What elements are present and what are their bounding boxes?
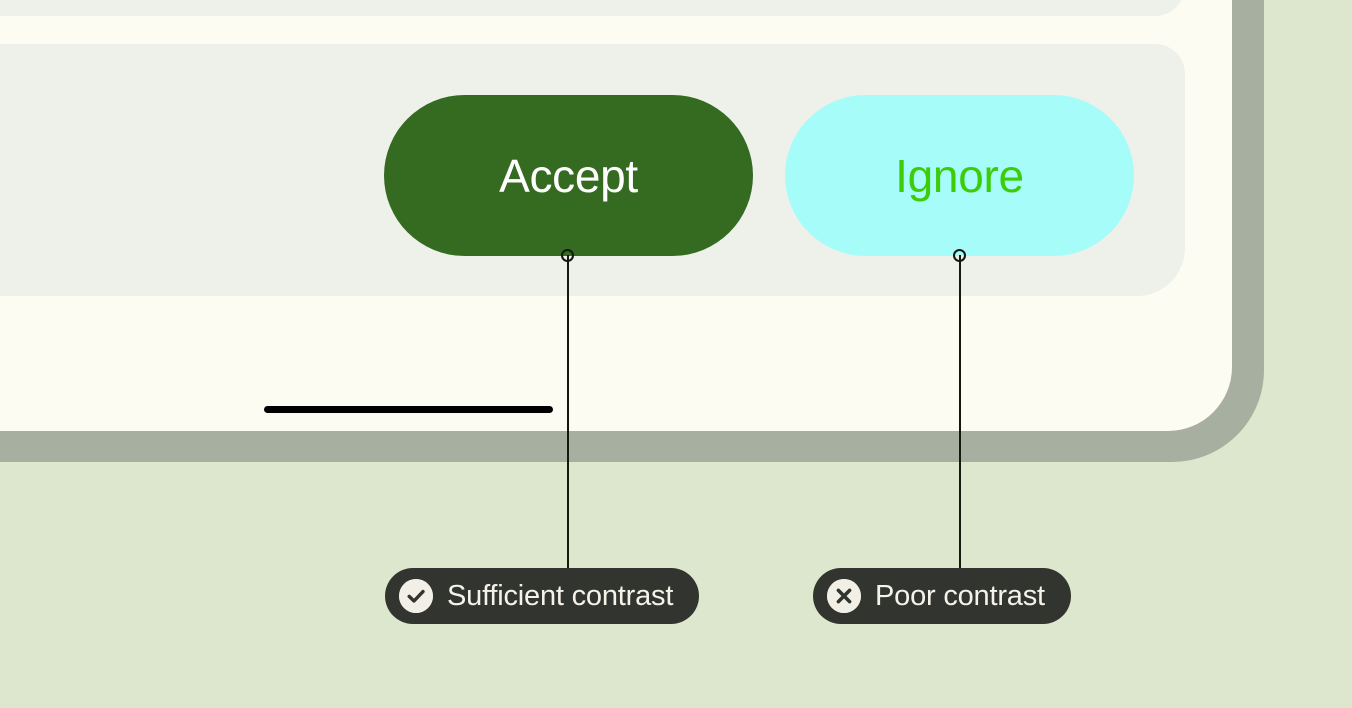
home-indicator[interactable] [264, 406, 553, 413]
phone-screen: a request. Accept Ignore [0, 0, 1232, 431]
ignore-button[interactable]: Ignore [785, 95, 1134, 256]
callout-label: Sufficient contrast [447, 579, 674, 612]
x-circle-icon [827, 579, 861, 613]
leader-line-ignore [959, 255, 961, 568]
check-circle-icon [399, 579, 433, 613]
phone-frame: a request. Accept Ignore [0, 0, 1264, 462]
accept-button[interactable]: Accept [384, 95, 753, 256]
leader-dot-ignore [953, 249, 966, 262]
callout-label: Poor contrast [875, 579, 1045, 612]
leader-line-accept [567, 255, 569, 568]
leader-dot-accept [561, 249, 574, 262]
callout-poor-contrast: Poor contrast [813, 568, 1071, 624]
card-upper [0, 0, 1185, 16]
callout-sufficient-contrast: Sufficient contrast [385, 568, 700, 624]
